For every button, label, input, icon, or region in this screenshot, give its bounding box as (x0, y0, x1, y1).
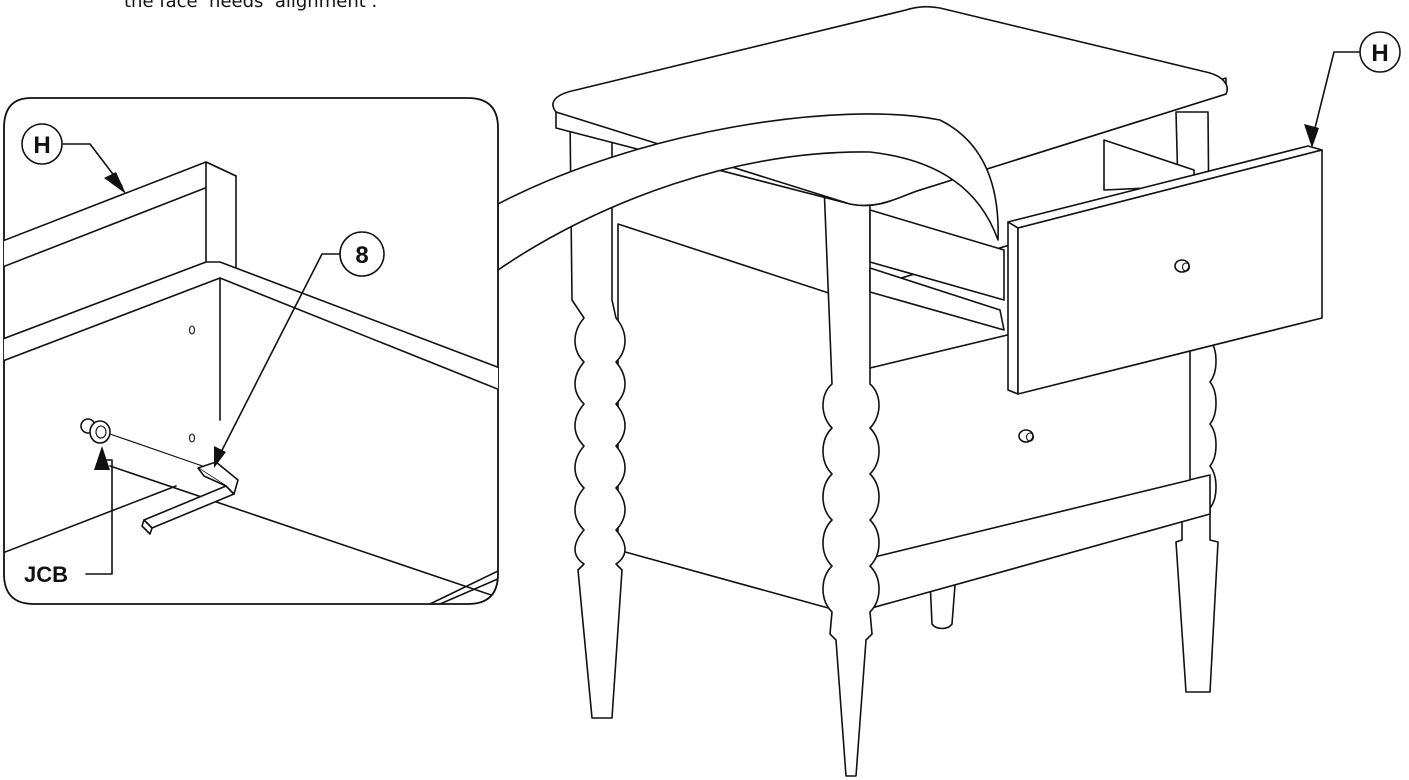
jcb-label: JCB (24, 562, 68, 587)
jcb-arrowhead (94, 446, 110, 470)
drawer-knob-face (1181, 262, 1191, 272)
knob-callout: JCB (24, 446, 113, 587)
drawer-left-side (869, 209, 1005, 301)
screw-hole-icon (188, 325, 196, 335)
hex-key-callout: 8 (214, 231, 385, 468)
side-panel (617, 223, 851, 615)
drawer-front-end (1007, 221, 1019, 395)
panel-H-leader (61, 143, 123, 187)
hex-key-arrowhead (214, 446, 226, 468)
zoom-corner-line-2 (439, 577, 498, 604)
zoom-drawer-front-end (205, 161, 237, 273)
main-part-callout: H (1304, 31, 1401, 148)
hex-key-label: 8 (355, 242, 368, 269)
instruction-text-fragment: the face needs alignment . (124, 0, 378, 12)
panel-part-callout: H (21, 123, 126, 194)
zoom-corner-line (429, 569, 498, 604)
panel-H-label: H (33, 132, 50, 159)
main-H-label: H (1371, 40, 1388, 67)
zoom-board-line (109, 465, 498, 599)
lower-knob-face (1025, 432, 1035, 442)
panel-H-arrowhead (104, 172, 126, 194)
zoom-connector-band (497, 113, 999, 271)
drawer-bottom-slat (869, 267, 1005, 331)
main-H-leader (1311, 51, 1361, 141)
panel-H-circle (21, 123, 63, 165)
detail-zoom-panel: H 8 JCB (3, 97, 499, 605)
drawer-runner-line (869, 331, 1021, 369)
drawer-front-face (1017, 149, 1323, 395)
front-left-leg (569, 117, 626, 719)
hex-key-leader (215, 253, 341, 463)
jcb-leader (85, 459, 113, 575)
drawer-knob-icon (1174, 259, 1190, 273)
screw-hole-icon (188, 433, 196, 443)
zoom-drawer-side-rail (4, 261, 498, 391)
hex-key-icon (141, 461, 239, 535)
knob-alignment-line (109, 433, 215, 471)
front-right-leg (822, 184, 880, 777)
zoom-floor-line (4, 485, 177, 555)
main-H-circle (1359, 31, 1401, 73)
hex-key-circle (339, 231, 385, 277)
jcb-knob-icon (80, 418, 111, 444)
zoom-panel-frame (3, 97, 499, 605)
nightstand-illustration (497, 5, 1323, 777)
lower-knob-icon (1018, 429, 1034, 443)
main-H-arrowhead (1304, 124, 1319, 148)
